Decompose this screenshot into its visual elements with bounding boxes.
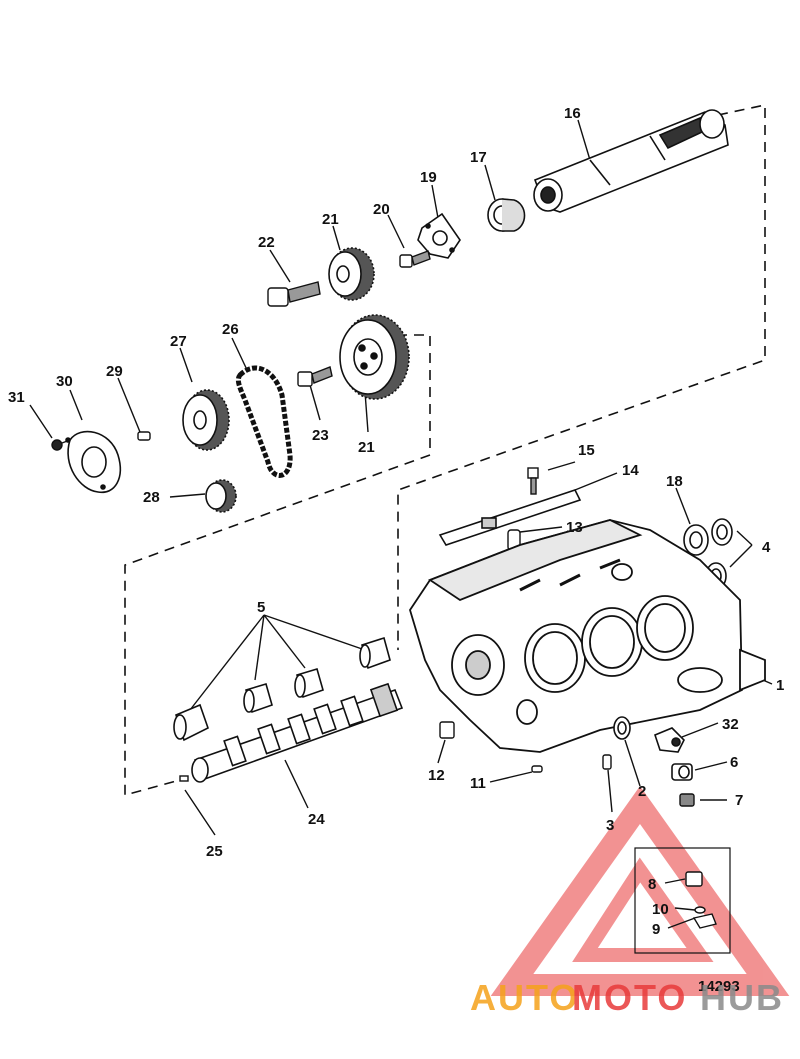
callout-5: 5 xyxy=(257,599,265,616)
screw-part-31 xyxy=(51,439,71,451)
figure-id: 14293 xyxy=(698,978,740,995)
watermark-auto: AUTO xyxy=(470,977,579,1018)
callout-22: 22 xyxy=(258,234,275,251)
callout-20: 20 xyxy=(373,201,390,218)
leader-lines xyxy=(29,119,773,929)
bolt-part-15 xyxy=(527,467,539,495)
pin-part-11 xyxy=(531,765,543,773)
callout-25: 25 xyxy=(206,843,223,860)
watermark-hub: HUB xyxy=(700,977,784,1018)
callout-10: 10 xyxy=(652,901,669,918)
callout-11: 11 xyxy=(470,775,486,792)
timing-chain-part-26 xyxy=(235,365,293,478)
engine-block-part-1 xyxy=(409,519,766,753)
plug-part-12 xyxy=(439,721,455,739)
callout-32: 32 xyxy=(722,716,739,733)
watermark-moto: MOTO xyxy=(572,977,687,1018)
callout-17: 17 xyxy=(470,149,487,166)
bushing-part-17 xyxy=(487,198,526,232)
ring-part-18 xyxy=(683,524,709,556)
callout-labels: 16 17 19 20 21 22 27 26 23 21 31 30 29 2… xyxy=(8,105,784,938)
callout-12: 12 xyxy=(428,767,445,784)
camshaft-part-24 xyxy=(191,682,404,783)
callout-19: 19 xyxy=(420,169,437,186)
callout-28: 28 xyxy=(143,489,160,506)
callout-27: 27 xyxy=(170,333,187,350)
callout-3: 3 xyxy=(606,817,614,834)
callout-21-small: 21 xyxy=(322,211,339,228)
callout-26: 26 xyxy=(222,321,239,338)
plug-part-7 xyxy=(679,793,695,807)
cam-bearings-part-5 xyxy=(173,636,391,742)
detail-inset-box xyxy=(634,847,731,954)
watermark-text: AUTO MOTO HUB xyxy=(470,977,784,1018)
plate-part-30 xyxy=(65,430,122,494)
callout-9: 9 xyxy=(652,921,660,938)
bolt-part-22 xyxy=(267,281,321,307)
bolt-part-20 xyxy=(399,250,431,268)
shaft-part-16 xyxy=(533,109,729,213)
callout-30: 30 xyxy=(56,373,73,390)
dashed-grouping-lines xyxy=(124,104,766,797)
gear-part-21-large xyxy=(339,314,410,400)
callout-7: 7 xyxy=(735,792,743,809)
callout-21-large: 21 xyxy=(358,439,375,456)
bolt-part-23 xyxy=(297,366,333,387)
callout-18: 18 xyxy=(666,473,683,490)
seal-part-2 xyxy=(613,716,631,740)
sprocket-part-27 xyxy=(182,389,230,451)
callout-8: 8 xyxy=(648,876,656,893)
callout-4: 4 xyxy=(762,539,771,556)
pin-part-3 xyxy=(602,754,612,770)
callout-31: 31 xyxy=(8,389,25,406)
callout-6: 6 xyxy=(730,754,738,771)
gasket-part-19 xyxy=(417,212,461,259)
pin-part-29 xyxy=(137,431,151,441)
sensor-part-32 xyxy=(654,727,685,753)
callout-14: 14 xyxy=(622,462,639,479)
watermark-logo xyxy=(490,786,790,996)
gear-part-28 xyxy=(205,479,237,513)
rail-part-14 xyxy=(438,489,582,546)
gear-part-21-small xyxy=(328,247,375,301)
callout-1: 1 xyxy=(776,677,784,694)
callout-29: 29 xyxy=(106,363,123,380)
callout-24: 24 xyxy=(308,811,325,828)
fitting-part-6 xyxy=(671,763,693,781)
callout-15: 15 xyxy=(578,442,595,459)
callout-2: 2 xyxy=(638,783,646,800)
key-part-25 xyxy=(179,775,189,782)
callout-13: 13 xyxy=(566,519,583,536)
callout-23: 23 xyxy=(312,427,329,444)
callout-16: 16 xyxy=(564,105,581,122)
